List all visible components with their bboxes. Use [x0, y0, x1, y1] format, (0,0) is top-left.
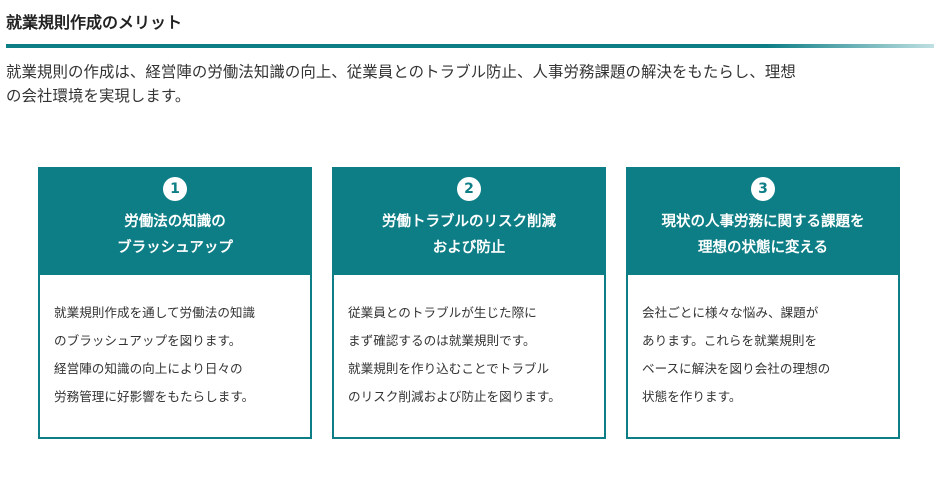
- card-body-line: 労務管理に好影響をもたらします。: [54, 389, 255, 404]
- card-number-badge: 1: [163, 177, 187, 201]
- section-title: 就業規則作成のメリット: [6, 13, 183, 32]
- card-header: 2 労働トラブルのリスク削減 および防止: [334, 169, 604, 275]
- card-body: 就業規則作成を通して労働法の知識 のブラッシュアップを図ります。 経営陣の知識の…: [40, 275, 310, 411]
- card-body-line: 就業規則を作り込むことでトラブル: [348, 361, 550, 376]
- card-number-badge: 3: [751, 177, 775, 201]
- card-body-line: ベースに解決を図り会社の理想の: [642, 361, 831, 376]
- card-title: 労働トラブルのリスク削減 および防止: [382, 214, 556, 256]
- card-title: 現状の人事労務に関する課題を 理想の状態に変える: [661, 214, 865, 256]
- intro-line-1: 就業規則の作成は、経営陣の労働法知識の向上、従業員とのトラブル防止、人事労務課題…: [6, 63, 796, 81]
- card-body: 会社ごとに様々な悩み、課題が あります。これらを就業規則を ベースに解決を図り会…: [628, 275, 898, 411]
- merit-card-3: 3 現状の人事労務に関する課題を 理想の状態に変える 会社ごとに様々な悩み、課題…: [626, 167, 900, 439]
- card-body-line: のブラッシュアップを図ります。: [54, 333, 242, 348]
- card-number-badge: 2: [457, 177, 481, 201]
- card-body-line: 経営陣の知識の向上により日々の: [54, 361, 243, 376]
- card-header: 3 現状の人事労務に関する課題を 理想の状態に変える: [628, 169, 898, 275]
- merit-card-1: 1 労働法の知識の ブラッシュアップ 就業規則作成を通して労働法の知識 のブラッ…: [38, 167, 312, 439]
- card-body-line: 就業規則作成を通して労働法の知識: [54, 305, 256, 320]
- card-body-line: 会社ごとに様々な悩み、課題が: [642, 305, 819, 320]
- card-body-line: のリスク削減および防止を図ります。: [348, 389, 561, 404]
- card-title: 労働法の知識の ブラッシュアップ: [117, 214, 233, 256]
- merit-card-2: 2 労働トラブルのリスク削減 および防止 従業員とのトラブルが生じた際に まず確…: [332, 167, 606, 439]
- card-body-line: 状態を作ります。: [642, 389, 742, 404]
- title-underline: [6, 44, 934, 48]
- card-header: 1 労働法の知識の ブラッシュアップ: [40, 169, 310, 275]
- intro-line-2: の会社環境を実現します。: [6, 87, 191, 105]
- intro-text: 就業規則の作成は、経営陣の労働法知識の向上、従業員とのトラブル防止、人事労務課題…: [6, 60, 938, 108]
- card-body: 従業員とのトラブルが生じた際に まず確認するのは就業規則です。 就業規則を作り込…: [334, 275, 604, 411]
- card-body-line: あります。これらを就業規則を: [642, 333, 818, 348]
- card-body-line: 従業員とのトラブルが生じた際に: [348, 305, 537, 320]
- card-body-line: まず確認するのは就業規則です。: [348, 333, 536, 348]
